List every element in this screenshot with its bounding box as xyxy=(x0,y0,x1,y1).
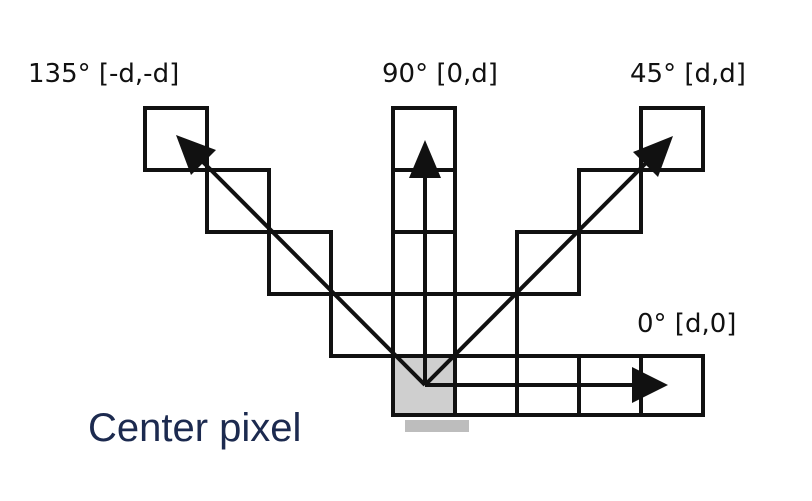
grid-cell xyxy=(205,168,271,234)
arrow-45deg xyxy=(423,155,654,387)
direction-arrows xyxy=(194,153,654,387)
label-0deg: 0° [d,0] xyxy=(637,309,736,339)
arrowhead-135deg xyxy=(176,135,216,175)
arrowhead-45deg xyxy=(633,136,673,177)
grid-cell xyxy=(577,168,643,234)
arrowheads xyxy=(176,135,673,403)
grid-cell xyxy=(143,106,209,172)
grid-cell xyxy=(639,106,705,172)
label-135deg: 135° [-d,-d] xyxy=(28,59,179,89)
arrow-135deg xyxy=(194,153,427,387)
grid-cell xyxy=(453,292,519,358)
center-pixel-label: Center pixel xyxy=(88,406,301,450)
arrowhead-0deg xyxy=(632,367,668,403)
diagonal-135deg-cells xyxy=(143,106,395,358)
label-90deg: 90° [0,d] xyxy=(382,59,498,89)
arrowhead-90deg xyxy=(409,140,441,178)
diagonal-45deg-cells xyxy=(453,106,705,358)
grid-cell xyxy=(515,230,581,296)
grid-cell xyxy=(329,292,395,358)
center-pixel-shadow xyxy=(405,420,469,432)
label-45deg: 45° [d,d] xyxy=(630,59,746,89)
grid-cell xyxy=(267,230,333,296)
